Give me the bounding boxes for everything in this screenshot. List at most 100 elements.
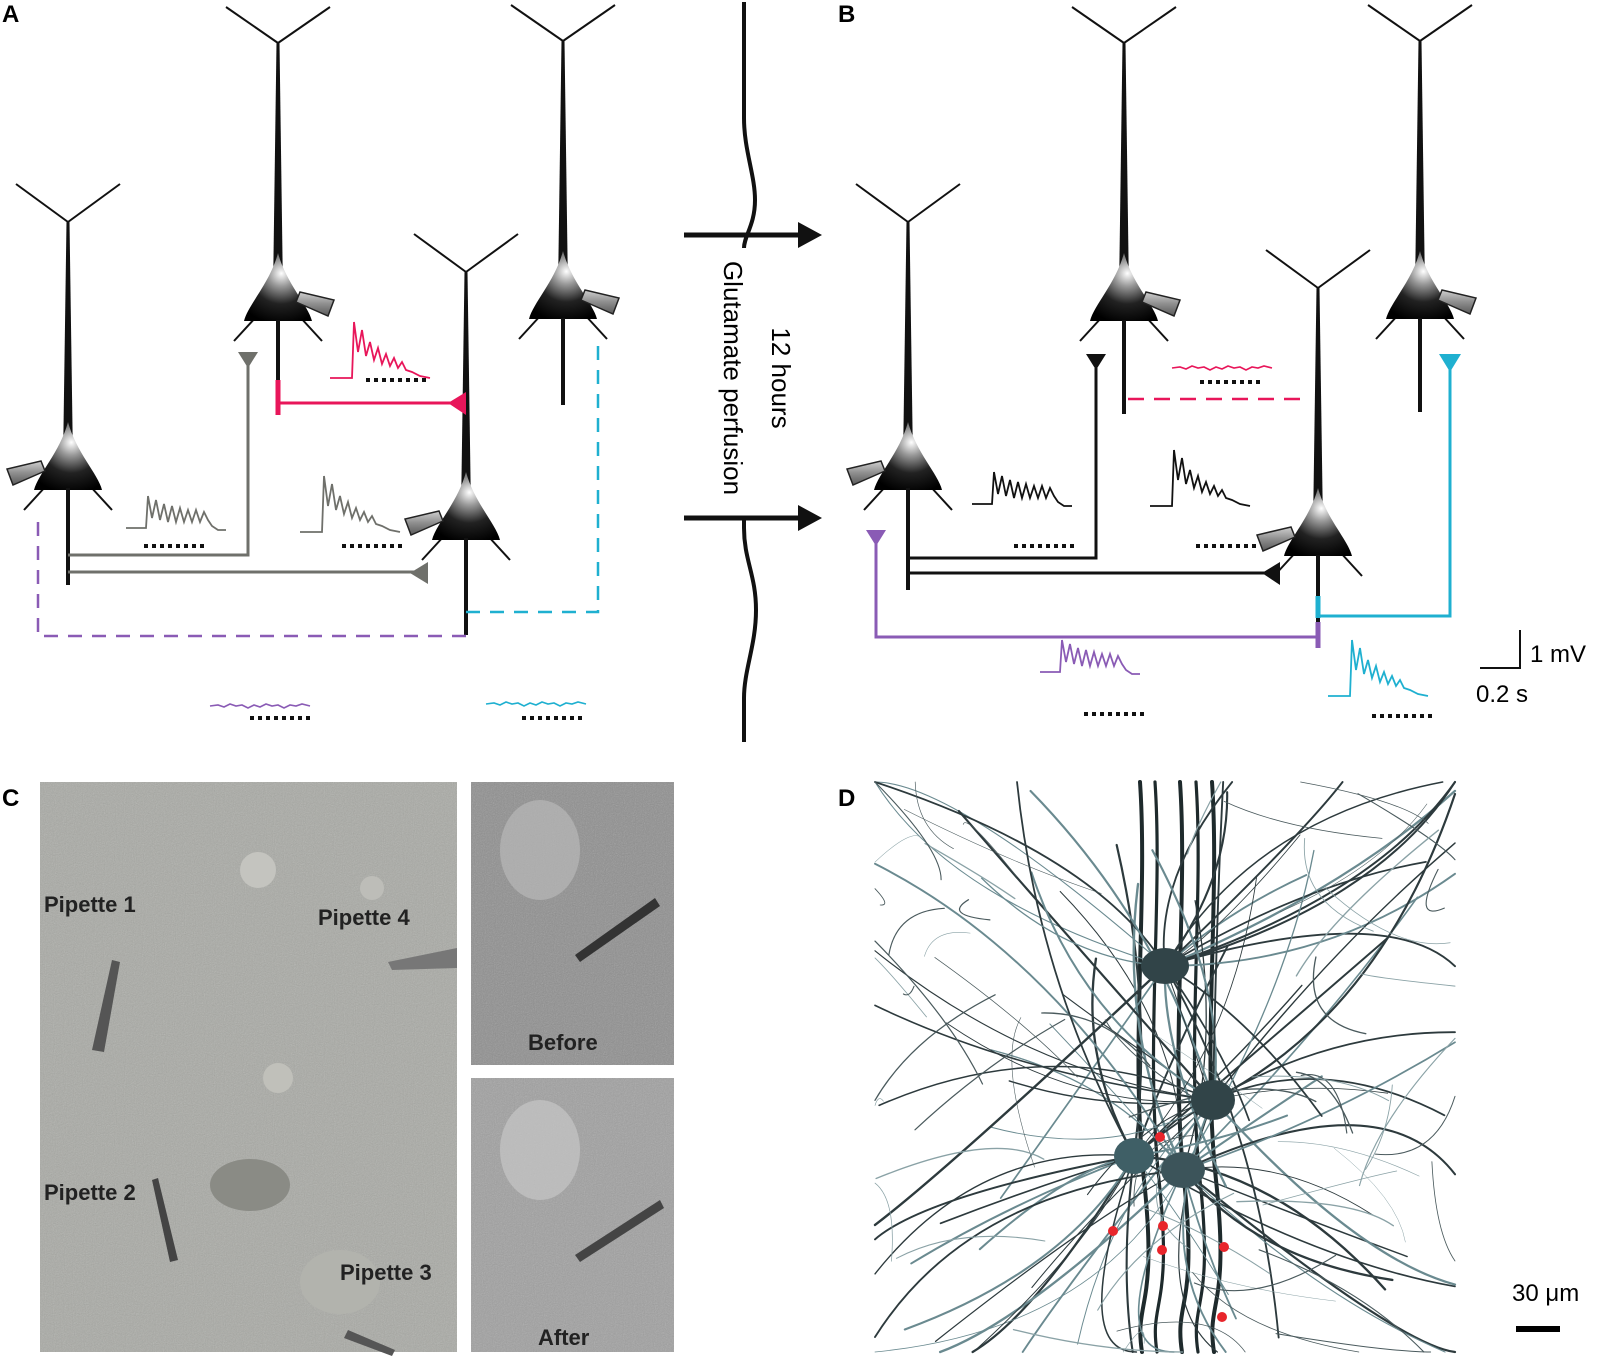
fine-process: [962, 822, 1017, 877]
dendrite-branch: [873, 964, 1167, 1227]
micrograph-before: Before: [471, 782, 674, 1065]
fine-process: [903, 809, 1102, 894]
panel-letter-b: B: [838, 1, 855, 28]
dendrite-branch: [1164, 965, 1280, 1339]
fine-process: [874, 940, 984, 1085]
dendrite-branch: [934, 1169, 1184, 1342]
fine-process: [902, 985, 915, 996]
fine-process: [1251, 1075, 1390, 1102]
epsp-trace-gray-1: [125, 495, 227, 548]
fine-process: [1116, 1321, 1246, 1353]
connection-b1-b2: [908, 368, 1098, 560]
pipette-3-label: Pipette 3: [340, 1260, 432, 1285]
dendrite-branch: [1211, 792, 1457, 1102]
dendrite-branch: [938, 1168, 1185, 1354]
fine-process: [1358, 1037, 1456, 1187]
flat-trace-cyan: [485, 701, 587, 720]
fine-process: [1153, 1033, 1263, 1109]
panel-letter-c: C: [2, 785, 19, 812]
dendrite-branch: [1164, 861, 1427, 967]
pipette-4-tip: [388, 948, 457, 970]
neuron-b1: [846, 183, 961, 511]
fine-process: [1262, 1170, 1398, 1206]
fine-process: [924, 932, 971, 957]
apical-dendrite: [1176, 780, 1191, 1354]
fine-process: [1275, 1333, 1432, 1353]
dendrite-branch: [1115, 843, 1143, 1158]
scale-voltage-label: 1 mV: [1530, 641, 1586, 668]
fine-process: [1295, 1071, 1354, 1134]
fine-process: [1425, 868, 1445, 912]
dendrite-branch: [1164, 781, 1344, 967]
dendrite-branch: [1182, 1041, 1456, 1171]
dendrite-branch: [1133, 1031, 1456, 1157]
treatment-line2: Glutamate perfusion: [718, 261, 748, 495]
dendrite-branch: [1163, 789, 1457, 968]
dendrite-branch: [1212, 1078, 1446, 1117]
fine-process: [874, 1098, 884, 1106]
fine-process: [924, 842, 1016, 900]
neuron-a2: [225, 6, 335, 342]
fine-process: [1300, 781, 1429, 824]
synapse-terminal-icon: [1086, 354, 1106, 370]
after-label: After: [538, 1325, 590, 1350]
panel-c-micrographs: Pipette 1 Pipette 4 Pipette 2 Pipette 3 …: [40, 782, 674, 1356]
fine-process: [1012, 1328, 1184, 1353]
connection-a1-a2: [68, 364, 250, 557]
fine-process: [914, 1018, 1066, 1131]
neuron-a4: [510, 4, 620, 340]
dendrite-branch: [1030, 871, 1215, 1102]
dendrite-branch: [874, 781, 1166, 967]
fine-process: [1279, 803, 1428, 913]
soma-group: [1114, 948, 1235, 1188]
fine-process: [1300, 1074, 1348, 1134]
fine-process: [1186, 781, 1222, 855]
contact-dot: [1108, 1226, 1118, 1236]
fine-process: [1122, 1331, 1145, 1353]
pipette-2-tip: [152, 1178, 178, 1262]
fine-process: [1295, 829, 1440, 977]
fine-process: [1041, 1012, 1151, 1067]
epsp-trace-purple: [1039, 639, 1148, 716]
dendrite-branch: [1163, 964, 1228, 1188]
contact-dot: [1217, 1312, 1227, 1322]
voltage-time-scale-bar: 1 mV 0.2 s: [1476, 630, 1586, 708]
contact-dot: [1155, 1132, 1165, 1142]
dendrite-branch: [1031, 1099, 1214, 1289]
dendrite-branch: [939, 1155, 1135, 1225]
fine-process: [1333, 1147, 1406, 1243]
fine-process: [1128, 1088, 1317, 1118]
dendrite-branch: [1164, 872, 1456, 967]
neuron-b2: [1071, 6, 1181, 342]
synapse-terminal-icon: [1262, 562, 1280, 585]
fine-process: [914, 781, 954, 850]
fine-process: [1142, 1256, 1336, 1302]
fine-process: [1156, 1161, 1190, 1250]
synapse-terminal-icon: [1439, 354, 1461, 372]
synapse-terminal-icon: [448, 392, 466, 415]
fine-process: [874, 835, 923, 863]
fine-process: [875, 1147, 1045, 1180]
dendrite-branch: [1163, 780, 1457, 968]
dendrite-branch: [878, 1065, 1214, 1107]
dendrite-branch: [1182, 1169, 1237, 1320]
dendrite-branch: [1151, 849, 1217, 1102]
dendrite-branch: [874, 1169, 1184, 1353]
dendrite-branch: [1182, 1166, 1374, 1216]
dendrite-branch: [1181, 1168, 1457, 1354]
dendrite-branch: [1163, 780, 1457, 968]
new-connection-purple: [874, 540, 1318, 639]
contact-points: [1108, 1132, 1229, 1322]
epsp-trace-cyan: [1327, 639, 1436, 718]
synapse-terminal-icon: [238, 352, 258, 368]
panel-letter-d: D: [838, 785, 855, 812]
fine-process: [1357, 793, 1456, 861]
dendrite-branch: [874, 1154, 1135, 1275]
dendrite-branch: [1212, 842, 1456, 1101]
pipette-3-tip: [344, 1330, 395, 1356]
fine-process: [1236, 1200, 1394, 1227]
neuron-a1: [6, 183, 121, 511]
flat-trace-purple: [209, 703, 314, 720]
dendrite-branch: [874, 781, 1166, 967]
